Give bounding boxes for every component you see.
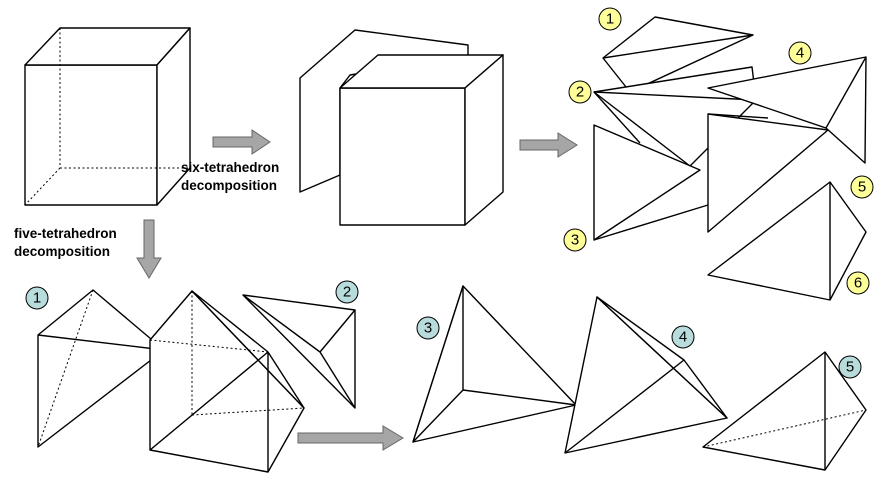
- svg-text:5: 5: [846, 359, 854, 376]
- five-decomposition-arrow: [136, 219, 162, 279]
- cube: [24, 27, 191, 206]
- five-label-line1: five-tetrahedron: [14, 226, 117, 241]
- six-tetra-5: [707, 181, 867, 301]
- six-tetra-1: [602, 16, 754, 93]
- six-badge-4: 4: [788, 41, 812, 65]
- svg-text:1: 1: [606, 11, 614, 28]
- svg-text:4: 4: [679, 329, 687, 346]
- prism-back: [299, 29, 469, 193]
- six-badge-2: 2: [568, 80, 592, 104]
- six-badge-3: 3: [563, 228, 587, 252]
- svg-text:4: 4: [796, 45, 804, 62]
- five-tetra-1: [37, 289, 165, 448]
- six-tetra-4: [707, 56, 867, 164]
- six-badge-1: 1: [598, 7, 622, 31]
- svg-text:2: 2: [576, 84, 584, 101]
- svg-text:2: 2: [343, 284, 351, 301]
- five-tetra-4: [564, 296, 728, 454]
- five-badge-2: 2: [335, 280, 359, 304]
- six-label-line2: decomposition: [181, 178, 277, 193]
- six-badge-5: 5: [850, 175, 874, 199]
- six-label-line1: six-tetrahedron: [181, 160, 279, 175]
- five-badge-1: 1: [25, 286, 49, 310]
- prism-front: [339, 54, 504, 226]
- five-tetra-5: [702, 351, 867, 471]
- svg-text:1: 1: [33, 290, 41, 307]
- six-tetra-3: [593, 124, 709, 241]
- five-tetra-3: [412, 285, 577, 443]
- five-badge-4: 4: [671, 325, 695, 349]
- six-pieces-arrow: [519, 132, 578, 158]
- six-badge-6: 6: [846, 271, 870, 295]
- five-pieces-arrow: [297, 425, 404, 451]
- svg-text:3: 3: [571, 232, 579, 249]
- svg-text:5: 5: [858, 179, 866, 196]
- six-decomposition-arrow: [212, 129, 271, 155]
- five-tetra-center: [149, 290, 305, 473]
- five-badge-3: 3: [416, 316, 440, 340]
- five-badge-5: 5: [838, 355, 862, 379]
- five-label-line2: decomposition: [14, 244, 110, 259]
- five-tetra-2: [242, 294, 356, 409]
- svg-text:6: 6: [854, 275, 862, 292]
- six-tetra-3b: [707, 113, 829, 233]
- svg-text:3: 3: [424, 320, 432, 337]
